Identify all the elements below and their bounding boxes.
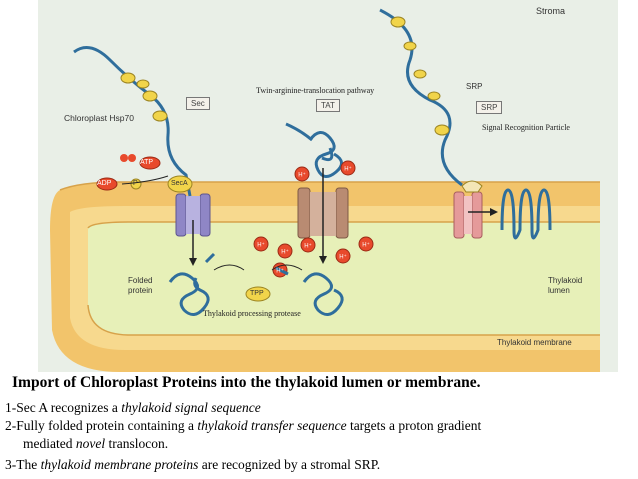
sec-channel [175, 193, 211, 237]
tpp-label: TPP [250, 290, 264, 297]
hsp70-label: Chloroplast Hsp70 [64, 113, 134, 123]
point2-number: 2- [5, 418, 17, 433]
proton-label-4: H⁺ [304, 243, 312, 250]
folded-protein-label-line1: Folded [128, 276, 153, 285]
point2-text: Fully folded protein containing a [16, 418, 198, 433]
tpp-cleavage-arrow-left [213, 264, 245, 271]
thylakoid-import-diagram: H⁺ H⁺ H⁺ H⁺ H⁺ H⁺ H⁺ H⁺ Stroma Chloroplast Hsp7… [38, 0, 618, 372]
seca-protein [167, 175, 193, 193]
proton-markers [253, 160, 374, 278]
point2-cont-text-end: translocon. [105, 436, 169, 451]
atp-label: ATP [140, 159, 154, 166]
caption-point-2-continued: mediated novel translocon. [23, 435, 638, 453]
point1-italic: thylakoid signal sequence [121, 400, 261, 415]
srp-channel [453, 191, 483, 239]
tat-pathway-title: Twin-arginine-translocation pathway [256, 86, 375, 95]
proton-label-2: H⁺ [257, 242, 265, 249]
slide-title: Import of Chloroplast Proteins into the … [12, 374, 481, 391]
proton-label-5: H⁺ [339, 254, 347, 261]
phosphate-molecule [130, 178, 142, 190]
tat-tag: TAT [316, 99, 340, 112]
point3-text-end: are recognized by a stromal SRP. [198, 457, 381, 472]
point2-cont-text: mediated [23, 436, 76, 451]
seca-label: SecA [171, 180, 188, 187]
srp-precursor-chain [379, 8, 463, 187]
point1-text: 1-Sec A recognizes a [5, 400, 122, 415]
srp-full-name: Signal Recognition Particle [482, 123, 570, 132]
tpp-cleavage-arrow-right [271, 264, 303, 271]
lumen-label-line1: Thylakoid [548, 276, 583, 285]
srp-tag: SRP [476, 101, 503, 114]
atp-hydrolysis-arrow [121, 175, 169, 185]
membrane-integrated-protein [500, 188, 552, 240]
point3-text: 3-The [5, 457, 41, 472]
thylakoid-lumen [88, 222, 600, 335]
caption-point-2: 2-Fully folded protein containing a thyl… [5, 417, 631, 435]
proton-label-0: H⁺ [298, 172, 306, 179]
hsp70-chaperones [120, 72, 168, 122]
tat-folded-protein [308, 131, 343, 178]
point2-text-end: targets a proton gradient [346, 418, 482, 433]
point3-italic: thylakoid membrane proteins [40, 457, 199, 472]
proton-label-7: H⁺ [276, 268, 284, 275]
srp-bound-chaperones [390, 16, 450, 136]
caption-point-1: 1-Sec A recognizes a thylakoid signal se… [5, 399, 631, 417]
sec-tag: Sec [186, 97, 210, 110]
tpp-full-label: Thylakoid processing protease [203, 309, 301, 318]
proton-label-3: H⁺ [281, 249, 289, 256]
point2-italic: thylakoid transfer sequence [197, 418, 347, 433]
adp-molecule [96, 177, 118, 191]
folded-protein-sec [168, 272, 210, 316]
adp-label: ADP [97, 180, 112, 187]
tpp-enzyme [245, 286, 271, 302]
point2-cont-italic: novel [75, 436, 106, 451]
phosphate-label: P [133, 180, 138, 187]
folded-protein-label-line2: protein [128, 286, 153, 295]
stroma-label: Stroma [536, 6, 566, 16]
proton-label-1: H⁺ [344, 166, 352, 173]
srp-outer-label: SRP [466, 82, 483, 91]
diagram-canvas: H⁺ H⁺ H⁺ H⁺ H⁺ H⁺ H⁺ H⁺ [38, 0, 618, 372]
proton-label-6: H⁺ [362, 242, 370, 249]
atp-molecule [139, 156, 161, 170]
thylakoid-membrane-label: Thylakoid membrane [497, 338, 572, 347]
folded-protein-tat [302, 272, 344, 316]
srp-particle [461, 180, 483, 193]
caption-point-3: 3-The thylakoid membrane proteins are re… [5, 456, 631, 474]
lumen-label-line2: lumen [548, 286, 570, 295]
